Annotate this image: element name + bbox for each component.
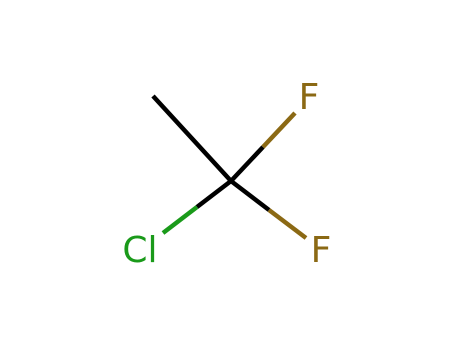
atom-label-chlorine: Cl [122, 230, 157, 271]
bond-methyl-carbon [151, 94, 233, 183]
bond-carbon-fluorine-bottom [229, 179, 308, 240]
bond-carbon-chlorine [161, 179, 233, 235]
bond-carbon-fluorine-top [229, 111, 297, 183]
atom-label-fluorine-top: F [299, 77, 320, 118]
atom-label-fluorine-bottom: F [311, 230, 332, 271]
